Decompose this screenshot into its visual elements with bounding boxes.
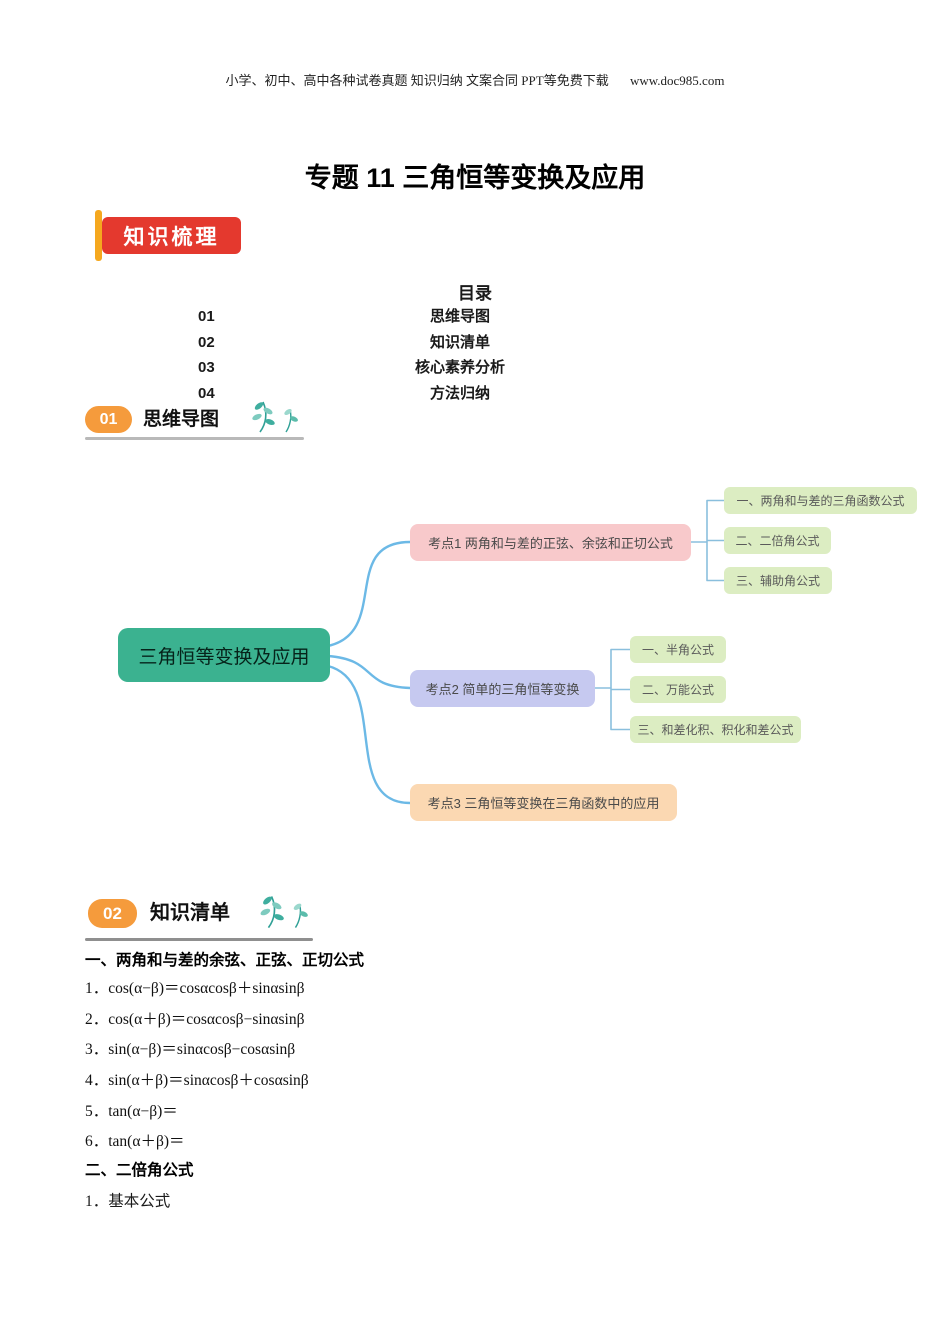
- mindmap-branch-label: 考点1 两角和与差的正弦、余弦和正切公式: [428, 536, 673, 551]
- toc-item-label: 方法归纳: [429, 384, 490, 402]
- mindmap-connectors: [326, 499, 725, 805]
- mindmap-child-label: 三、辅助角公式: [735, 574, 820, 588]
- mindmap-branch-node: 考点1 两角和与差的正弦、余弦和正切公式: [410, 524, 691, 561]
- section-underline: [85, 437, 304, 440]
- mindmap-root-label: 三角恒等变换及应用: [138, 646, 310, 668]
- mindmap-child-label: 一、半角公式: [641, 643, 714, 657]
- site-url[interactable]: www.doc985.com: [629, 73, 725, 88]
- knowledge-badge-label: 知识梳理: [123, 225, 220, 249]
- section-title-knowledge: 知识清单: [150, 902, 230, 924]
- mindmap-branch-node: 考点2 简单的三角恒等变换: [410, 670, 595, 707]
- leaf-decoration-icon: [252, 401, 298, 433]
- page-header: 小学、初中、高中各种试卷真题 知识归纳 文案合同 PPT等免费下载 www.do…: [0, 70, 950, 89]
- toc-item: 02 知识清单: [0, 330, 950, 356]
- mindmap-child-label: 二、二倍角公式: [735, 534, 820, 548]
- mindmap-child-node: 三、和差化积、积化和差公式: [630, 716, 801, 743]
- toc-item-label: 知识清单: [429, 333, 490, 351]
- toc-item-label: 核心素养分析: [414, 359, 505, 376]
- mindmap-child-node: 一、两角和与差的三角函数公式: [724, 487, 917, 514]
- mindmap-branch-label: 考点2 简单的三角恒等变换: [425, 682, 580, 697]
- toc-item-number: 01: [198, 308, 215, 325]
- toc-item: 01 思维导图: [0, 304, 950, 330]
- mindmap-child-node: 三、辅助角公式: [724, 567, 832, 594]
- header-text: 小学、初中、高中各种试卷真题 知识归纳 文案合同 PPT等免费下载: [225, 73, 609, 88]
- formula-item: 1．cos(α−β)＝cosαcosβ＋sinαsinβ: [85, 980, 305, 998]
- mindmap-child-label: 三、和差化积、积化和差公式: [637, 723, 794, 737]
- mindmap-root-node: 三角恒等变换及应用: [118, 628, 330, 682]
- mindmap-branch-node: 考点3 三角恒等变换在三角函数中的应用: [410, 784, 677, 821]
- section-number: 01: [99, 410, 118, 428]
- badge-accent-bar: [95, 210, 102, 261]
- formula-list: 1．cos(α−β)＝cosαcosβ＋sinαsinβ 2．cos(α＋β)＝…: [85, 972, 685, 1156]
- page-title: 专题 11 三角恒等变换及应用: [304, 163, 646, 193]
- knowledge-heading-1: 一、两角和与差的余弦、正弦、正切公式: [85, 952, 365, 969]
- knowledge-badge: 知识梳理: [102, 217, 241, 254]
- section-title-mindmap: 思维导图: [143, 409, 220, 430]
- knowledge-sub-item: 1．基本公式: [85, 1193, 171, 1210]
- mindmap-child-node: 二、万能公式: [630, 676, 726, 703]
- toc-item-label: 思维导图: [429, 308, 490, 325]
- formula-item: 2．cos(α＋β)＝cosαcosβ−sinαsinβ: [85, 1010, 305, 1028]
- formula-item: 4．sin(α＋β)＝sinαcosβ＋cosαsinβ: [85, 1072, 309, 1090]
- section-underline: [85, 938, 313, 941]
- toc-item-number: 02: [198, 333, 215, 351]
- formula-item: 3．sin(α−β)＝sinαcosβ−cosαsinβ: [85, 1041, 296, 1059]
- mindmap-child-node: 一、半角公式: [630, 636, 726, 663]
- toc-item: 03 核心素养分析: [0, 355, 950, 381]
- formula-item: 5．tan(α−β)＝: [85, 1102, 178, 1120]
- mindmap-child-label: 一、两角和与差的三角函数公式: [736, 494, 905, 508]
- toc-item: 04 方法归纳: [0, 381, 950, 407]
- mindmap-child-node: 二、二倍角公式: [724, 527, 831, 554]
- section-number-badge: 01: [85, 406, 132, 433]
- knowledge-heading-2: 二、二倍角公式: [85, 1162, 194, 1179]
- toc-title: 目录: [458, 284, 492, 303]
- formula-item: 6．tan(α＋β)＝: [85, 1133, 185, 1151]
- section-number: 02: [103, 903, 122, 923]
- mindmap-branch-label: 考点3 三角恒等变换在三角函数中的应用: [427, 796, 660, 811]
- toc-item-number: 03: [198, 359, 215, 376]
- section-number-badge: 02: [88, 899, 137, 928]
- toc-item-number: 04: [198, 384, 215, 402]
- leaf-decoration-icon: [260, 896, 308, 929]
- mindmap-child-label: 二、万能公式: [641, 683, 714, 697]
